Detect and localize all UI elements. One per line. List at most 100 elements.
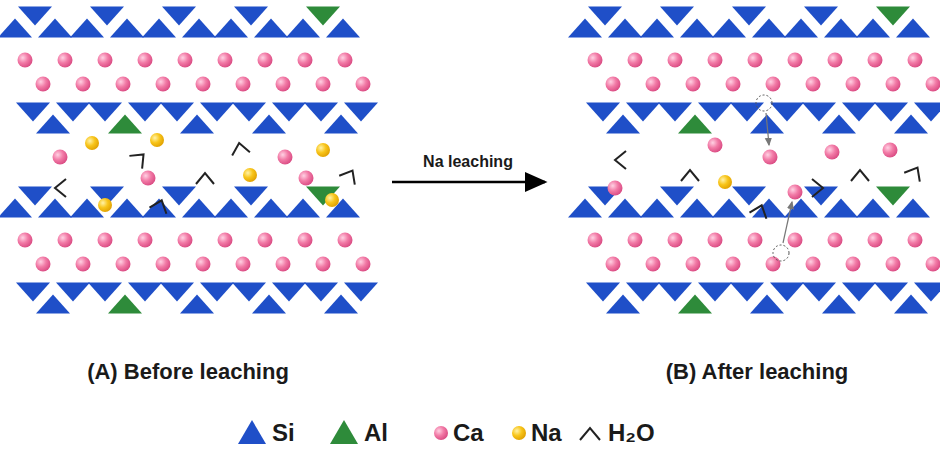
si-tetrahedron (344, 283, 378, 302)
ca-ion (886, 257, 901, 272)
si-tetrahedron (842, 283, 876, 302)
ca-ion (76, 77, 91, 92)
ca-ion (846, 257, 861, 272)
si-tetrahedron (770, 283, 804, 302)
si-tetrahedron (182, 199, 216, 218)
ca-ion (588, 53, 603, 68)
ca-ion (846, 77, 861, 92)
si-tetrahedron (856, 19, 890, 38)
ca-ion (258, 53, 273, 68)
ca-ion (606, 77, 621, 92)
si-tetrahedron (658, 103, 692, 122)
si-tetrahedron (660, 187, 694, 206)
migration-arrow (783, 202, 792, 243)
si-tetrahedron (784, 19, 818, 38)
ca-ion (356, 257, 371, 272)
si-tetrahedron (824, 19, 858, 38)
si-tetrahedron (38, 19, 72, 38)
al-tetrahedron (108, 115, 142, 134)
si-tetrahedron (588, 7, 622, 26)
si-tetrahedron (286, 19, 320, 38)
legend-text: H₂O (608, 419, 655, 447)
water-molecule (812, 179, 823, 197)
si-tetrahedron (730, 283, 764, 302)
ca-ion (926, 257, 940, 272)
water-molecule (749, 202, 770, 218)
ca-ion (708, 53, 723, 68)
ca-ion (788, 233, 803, 248)
si-tetrahedron (626, 103, 660, 122)
si-tetrahedron (586, 103, 620, 122)
ca-ion (588, 233, 603, 248)
ca-ion (299, 171, 314, 186)
si-tetrahedron (110, 19, 144, 38)
na-ion (150, 133, 164, 147)
si-tetrahedron (896, 19, 930, 38)
si-tetrahedron (254, 19, 288, 38)
si-tetrahedron (914, 103, 940, 122)
si-tetrahedron (750, 295, 784, 314)
al-tetrahedron (306, 7, 340, 26)
si-tetrahedron (568, 19, 602, 38)
ca-ion (628, 53, 643, 68)
ca-ion (608, 181, 623, 196)
ca-ion (825, 145, 840, 160)
si-tetrahedron (326, 19, 360, 38)
ca-ion (98, 233, 113, 248)
si-tetrahedron (732, 7, 766, 26)
si-tetrahedron (804, 7, 838, 26)
legend-text: Na (531, 419, 562, 447)
si-tetrahedron (214, 199, 248, 218)
water-molecule (681, 170, 699, 181)
ca-ion (748, 53, 763, 68)
ca-ion (806, 77, 821, 92)
vacancy (756, 95, 772, 111)
water-molecule (339, 166, 360, 185)
ca-ion (908, 53, 923, 68)
si-tetrahedron (128, 283, 162, 302)
water-molecule (55, 179, 66, 197)
na-ion (316, 143, 330, 157)
ca-ion (708, 138, 723, 153)
si-tetrahedron (608, 199, 642, 218)
si-tetrahedron (698, 283, 732, 302)
ca-ion (646, 77, 661, 92)
ca-ion (708, 233, 723, 248)
si-tetrahedron (16, 103, 50, 122)
legend-text: Si (272, 419, 295, 447)
ca-ion (178, 233, 193, 248)
ca-ion (98, 53, 113, 68)
si-tetrahedron (88, 283, 122, 302)
water-molecule (230, 142, 250, 156)
ca-ion (258, 233, 273, 248)
si-tetrahedron (234, 7, 268, 26)
na-swatch (512, 426, 526, 440)
ca-ion (668, 53, 683, 68)
si-tetrahedron (254, 199, 288, 218)
water-molecule (904, 163, 925, 182)
si-swatch (238, 420, 266, 444)
si-tetrahedron (680, 19, 714, 38)
si-tetrahedron (232, 283, 266, 302)
si-tetrahedron (874, 103, 908, 122)
ca-ion (138, 53, 153, 68)
si-tetrahedron (712, 199, 746, 218)
si-tetrahedron (822, 295, 856, 314)
si-tetrahedron (802, 103, 836, 122)
si-tetrahedron (38, 199, 72, 218)
ca-ion (76, 257, 91, 272)
al-tetrahedron (678, 115, 712, 134)
si-tetrahedron (182, 19, 216, 38)
ca-ion (886, 77, 901, 92)
si-tetrahedron (856, 199, 890, 218)
reaction-arrow (392, 181, 545, 184)
al-tetrahedron (108, 295, 142, 314)
ca-ion (828, 233, 843, 248)
si-tetrahedron (162, 187, 196, 206)
ca-ion (686, 77, 701, 92)
si-tetrahedron (606, 295, 640, 314)
al-tetrahedron (678, 295, 712, 314)
ca-ion (763, 150, 778, 165)
ca-ion (748, 233, 763, 248)
